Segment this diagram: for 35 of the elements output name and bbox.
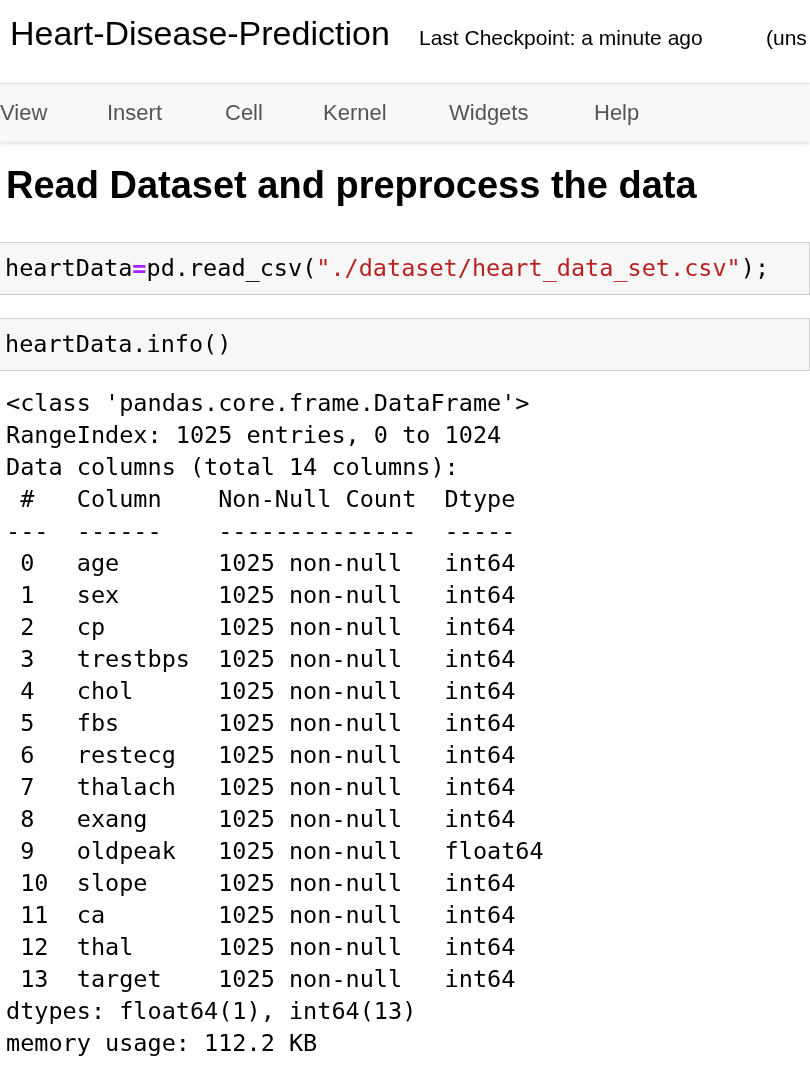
menu-item: View xyxy=(0,100,48,126)
menu-item: Kernel xyxy=(323,100,387,126)
menu-item: Help xyxy=(594,100,640,126)
output-line: 9 oldpeak 1025 non-null float64 xyxy=(19,836,544,866)
output-line: memory usage: 112.2 KB xyxy=(6,1028,318,1058)
output-line: dtypes: float64(1), int64(13) xyxy=(6,996,417,1026)
code-text: heartData=pd.read_csv("./dataset/heart_data_set.csv"); xyxy=(5,254,770,282)
unsaved-status: (uns xyxy=(766,26,807,50)
output-line: 4 chol 1025 non-null int64 xyxy=(19,676,517,706)
output-line: <class 'pandas.core.frame.DataFrame'> xyxy=(6,388,530,418)
output-line: 2 cp 1025 non-null int64 xyxy=(19,612,517,642)
output-line: 10 slope 1025 non-null int64 xyxy=(19,868,517,898)
output-line: 12 thal 1025 non-null int64 xyxy=(19,932,517,962)
output-line: 13 target 1025 non-null int64 xyxy=(19,964,517,994)
code-text: heartData.info() xyxy=(5,330,232,358)
output-line: 11 ca 1025 non-null int64 xyxy=(19,900,517,930)
output-line: 5 fbs 1025 non-null int64 xyxy=(19,708,517,738)
output-line: # Column Non-Null Count Dtype xyxy=(19,484,517,514)
section-heading: Read Dataset and preprocess the data xyxy=(6,164,697,207)
output-line: Data columns (total 14 columns): xyxy=(6,452,459,482)
output-line: 1 sex 1025 non-null int64 xyxy=(19,580,517,610)
output-line: 6 restecg 1025 non-null int64 xyxy=(19,740,517,770)
menu-item: Widgets xyxy=(449,100,529,126)
output-line: 3 trestbps 1025 non-null int64 xyxy=(19,644,517,674)
menu-item: Insert xyxy=(107,100,163,126)
output-line: 0 age 1025 non-null int64 xyxy=(19,548,517,578)
code-cell xyxy=(0,242,810,295)
output-line: 8 exang 1025 non-null int64 xyxy=(19,804,517,834)
output-line: 7 thalach 1025 non-null int64 xyxy=(19,772,517,802)
code-cell xyxy=(0,318,810,371)
menu-item: Cell xyxy=(225,100,263,126)
output-line: --- ------ -------------- ----- xyxy=(6,516,517,546)
output-line: RangeIndex: 1025 entries, 0 to 1024 xyxy=(6,420,502,450)
notebook-title: Heart-Disease-Prediction xyxy=(10,14,390,53)
checkpoint-status: Last Checkpoint: a minute ago xyxy=(419,26,703,50)
